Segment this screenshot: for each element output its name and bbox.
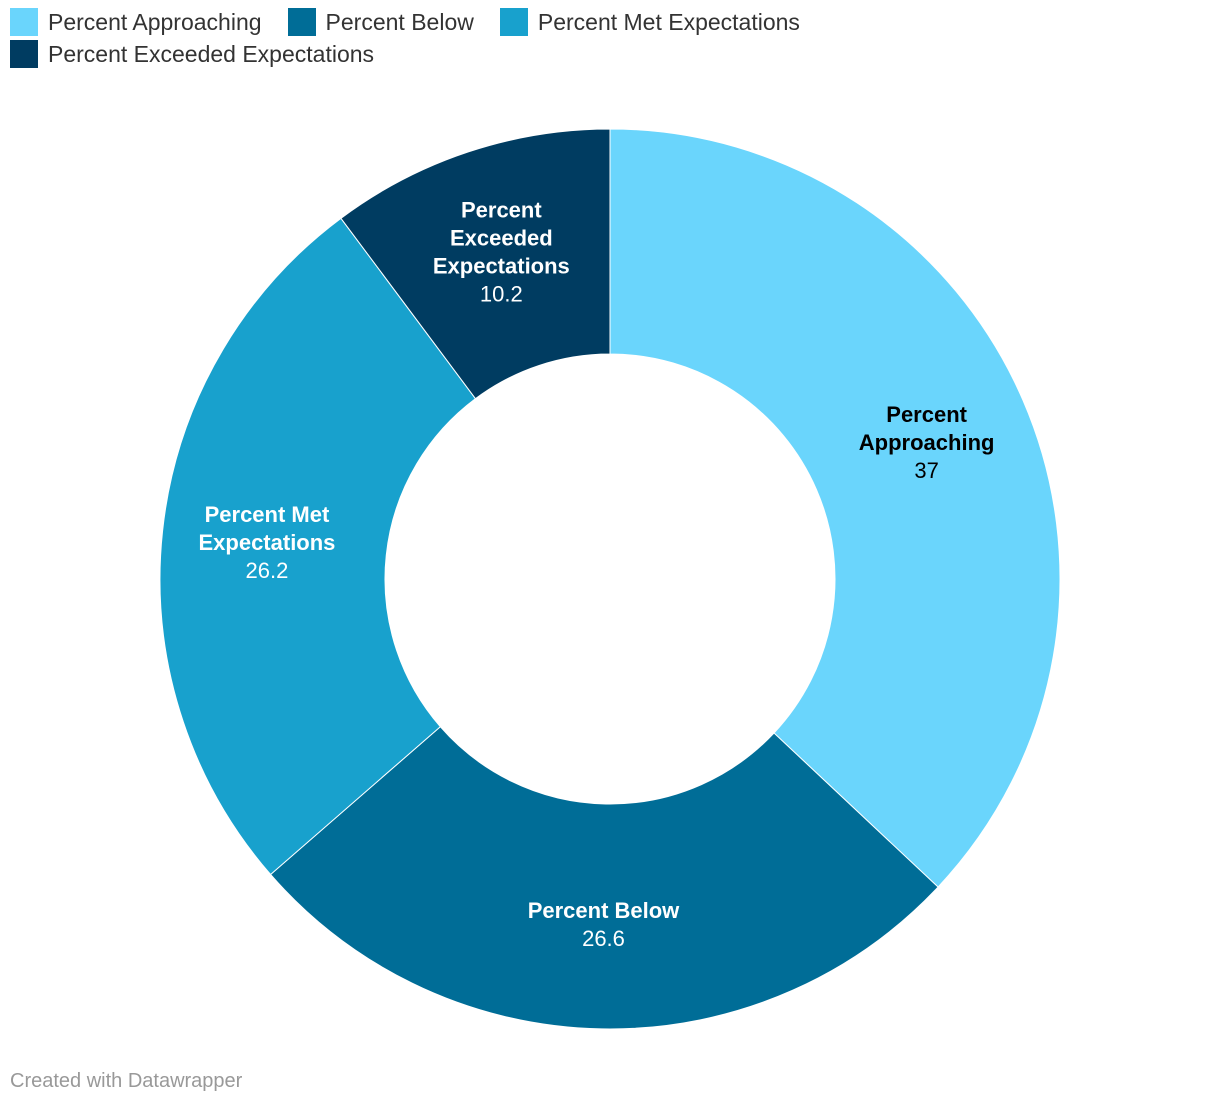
slice-value-percent-below: 26.6 [582, 926, 625, 951]
donut-slice-percent-exceeded-expectations [340, 128, 611, 400]
legend-item-percent-approaching: Percent Approaching [10, 8, 262, 36]
slice-value-percent-approaching: 37 [914, 458, 938, 483]
slice-label-percent-exceeded-expectations-line-1: Percent [461, 198, 542, 223]
legend-swatch-percent-exceeded-expectations [10, 40, 38, 68]
donut-slices [159, 128, 1061, 1030]
donut-slice-percent-below [269, 726, 939, 1030]
legend-label-percent-met-expectations: Percent Met Expectations [537, 8, 800, 35]
slice-label-percent-met-expectations-line-2: Expectations [198, 530, 335, 555]
legend-swatch-percent-approaching [10, 8, 38, 36]
chart-legend: Percent Approaching Percent Below Percen… [10, 8, 910, 68]
legend-label-percent-below: Percent Below [325, 8, 474, 35]
donut-slice-percent-approaching [609, 128, 1061, 888]
slice-label-group-percent-below: Percent Below 26.6 [528, 898, 680, 951]
slice-label-percent-exceeded-expectations-line-3: Expectations [433, 254, 570, 279]
legend-swatch-percent-met-expectations [499, 8, 528, 36]
slice-value-percent-met-expectations: 26.2 [246, 558, 289, 583]
slice-label-percent-approaching-line-2: Approaching [859, 430, 995, 455]
legend-item-percent-exceeded-expectations: Percent Exceeded Expectations [10, 40, 374, 68]
legend-item-percent-met-expectations: Percent Met Expectations [499, 8, 800, 36]
legend-label-percent-exceeded-expectations: Percent Exceeded Expectations [48, 40, 375, 67]
donut-slice-percent-met-expectations [159, 217, 477, 876]
legend-swatch-percent-below [287, 8, 316, 36]
legend-item-percent-below: Percent Below [287, 8, 474, 36]
slice-label-percent-exceeded-expectations-line-2: Exceeded [450, 226, 553, 251]
slice-label-percent-approaching-line-1: Percent [886, 402, 967, 427]
datawrapper-credit: Created with Datawrapper [10, 1070, 243, 1092]
slice-label-percent-below-line-1: Percent Below [528, 898, 680, 923]
slice-label-percent-met-expectations-line-1: Percent Met [205, 502, 330, 527]
slice-value-percent-exceeded-expectations: 10.2 [480, 282, 523, 307]
legend-label-percent-approaching: Percent Approaching [48, 8, 262, 35]
